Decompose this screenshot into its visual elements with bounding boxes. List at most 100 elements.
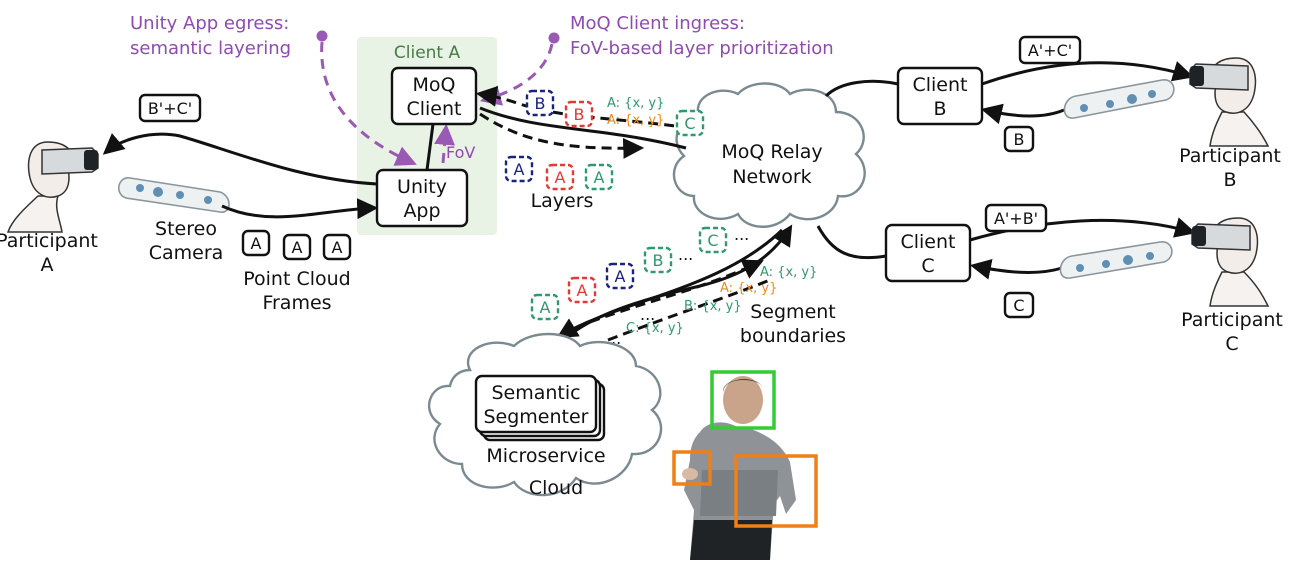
ingress-annotation-line1: MoQ Client ingress: bbox=[570, 13, 745, 34]
point-cloud-frame-3-label: A bbox=[332, 238, 343, 257]
relay-line2: Network bbox=[732, 166, 811, 188]
client-b-received-label: A'+C' bbox=[1028, 41, 1072, 60]
client-b-received-tag bbox=[1018, 35, 1082, 65]
stereo-camera-b-icon bbox=[1063, 79, 1175, 119]
client-b-line2: B bbox=[933, 98, 946, 120]
flow-unity-to-participant-a bbox=[102, 132, 378, 186]
boundary-a-green-top: A: {x, y} bbox=[607, 96, 664, 111]
segmenter-line1: Semantic bbox=[491, 382, 580, 404]
participant-a-received-label: B'+C' bbox=[148, 99, 192, 118]
unity-app-box bbox=[375, 168, 469, 228]
point-cloud-frame-1-label: A bbox=[251, 234, 262, 253]
seg-tag-a-red-label: A bbox=[577, 281, 588, 300]
unity-app-line1: Unity bbox=[397, 176, 447, 198]
client-c-sent-label: C bbox=[1013, 296, 1024, 315]
point-cloud-frame-3 bbox=[322, 233, 352, 261]
participant-b-avatar bbox=[1189, 57, 1270, 147]
client-c-line1: Client bbox=[900, 231, 955, 253]
layer-tag-b-received bbox=[525, 89, 555, 117]
seg-tag-a-blue bbox=[605, 262, 635, 290]
flow-camera-to-unity bbox=[221, 198, 379, 220]
seg-tag-a-blue-label: A bbox=[615, 267, 626, 286]
layer-tag-b-received-label: B bbox=[535, 94, 546, 113]
participant-a-avatar bbox=[6, 141, 99, 233]
client-c-received-label: A'+B' bbox=[994, 209, 1038, 228]
participant-b-line1: Participant bbox=[1179, 145, 1281, 167]
boundary-a-orange-top: A: {x, y} bbox=[607, 113, 664, 128]
client-b-line1: Client bbox=[912, 74, 967, 96]
participant-a-line2: A bbox=[41, 254, 54, 276]
left-hand-bounding-box bbox=[672, 450, 712, 486]
layer-tag-a-green bbox=[584, 163, 614, 191]
layers-label: Layers bbox=[531, 190, 594, 212]
stereo-camera-line1: Stereo bbox=[155, 218, 217, 240]
egress-pointer-arrow bbox=[320, 41, 417, 166]
right-hand-bounding-box bbox=[734, 454, 818, 528]
participant-a-line1: Participant bbox=[0, 230, 98, 252]
stereo-camera-a-icon bbox=[118, 177, 230, 213]
layer-tag-a-green-label: A bbox=[594, 168, 605, 187]
participant-a-received-tag bbox=[138, 93, 202, 123]
segment-label-line1: Segment bbox=[750, 301, 836, 323]
boundary-a-orange-bottom: A: {x, y} bbox=[720, 281, 777, 296]
layer-tag-a-red bbox=[545, 163, 575, 191]
moq-client-line1: MoQ bbox=[413, 74, 456, 96]
participant-c-line2: C bbox=[1225, 333, 1238, 355]
flow-moq-client-relay-solid bbox=[479, 106, 687, 150]
layer-tag-a-blue-label: A bbox=[514, 160, 525, 179]
seg-tag-c-green bbox=[698, 226, 728, 254]
client-c-line2: C bbox=[921, 255, 934, 277]
layer-tag-a-red-label: A bbox=[555, 168, 566, 187]
stereo-camera-line2: Camera bbox=[149, 242, 224, 264]
seg-tag-a-green bbox=[530, 293, 560, 321]
client-a-title: Client A bbox=[394, 43, 461, 63]
flow-camera-c-to-client-c bbox=[969, 258, 1063, 280]
seg-ellipsis-1: ... bbox=[678, 245, 693, 264]
point-cloud-line1: Point Cloud bbox=[243, 268, 351, 290]
flow-segmenter-boundaries-1 bbox=[589, 259, 764, 324]
seg-tag-c-green-label: C bbox=[707, 231, 718, 250]
seg-tag-b-green-label: B bbox=[653, 251, 664, 270]
seg-tag-b-green bbox=[643, 246, 673, 274]
layer-tag-c-received bbox=[675, 109, 705, 137]
egress-annotation-line2: semantic layering bbox=[130, 38, 291, 59]
ingress-annotation-line2: FoV-based layer prioritization bbox=[570, 38, 834, 59]
segmenter-box bbox=[474, 374, 598, 434]
point-cloud-line2: Frames bbox=[262, 292, 331, 314]
layer-tag-c-received-label: C bbox=[684, 114, 695, 133]
client-c-box bbox=[884, 223, 972, 283]
client-c-received-tag bbox=[984, 203, 1048, 233]
cloud-label-line1: Microservice bbox=[486, 445, 605, 467]
moq-client-line2: Client bbox=[406, 98, 461, 120]
unity-app-line2: App bbox=[403, 200, 440, 222]
participant-b-line2: B bbox=[1223, 169, 1236, 191]
client-b-box bbox=[896, 66, 984, 126]
seg-tag-a-red bbox=[567, 276, 597, 304]
segmenter-line2: Segmenter bbox=[483, 406, 588, 428]
cloud-label-line2: Cloud bbox=[529, 477, 583, 499]
flow-relay-to-client-b bbox=[824, 79, 899, 98]
egress-annotation-line1: Unity App egress: bbox=[130, 13, 289, 34]
point-cloud-frame-1 bbox=[241, 229, 271, 257]
client-b-sent-label: B bbox=[1014, 130, 1025, 149]
client-b-sent-tag bbox=[1003, 125, 1035, 153]
flow-relay-to-client-c bbox=[816, 225, 887, 260]
moq-unity-link bbox=[425, 123, 435, 171]
ingress-pointer-arrow bbox=[479, 43, 554, 106]
boundary-c-green: C: {x, y} bbox=[626, 321, 684, 336]
fov-label: FoV bbox=[446, 143, 475, 162]
point-cloud-frame-2-label: A bbox=[292, 238, 303, 257]
flow-client-c-to-participant-c bbox=[969, 217, 1197, 242]
boundary-b-green: B: {x, y} bbox=[684, 299, 742, 314]
seg-ellipsis-3: ... bbox=[640, 305, 655, 324]
participant-c-line1: Participant bbox=[1181, 309, 1283, 331]
seg-tag-a-green-label: A bbox=[540, 298, 551, 317]
egress-pin-dot bbox=[316, 30, 328, 42]
stereo-camera-c-icon bbox=[1059, 241, 1173, 279]
boundary-a-green-bottom: A: {x, y} bbox=[760, 265, 817, 280]
flow-moq-client-to-relay bbox=[479, 112, 645, 159]
flow-segmenter-boundaries-2 bbox=[607, 278, 771, 342]
moq-relay-cloud bbox=[672, 82, 866, 228]
face-bounding-box bbox=[710, 370, 776, 430]
flow-camera-b-to-client-b bbox=[980, 103, 1065, 125]
